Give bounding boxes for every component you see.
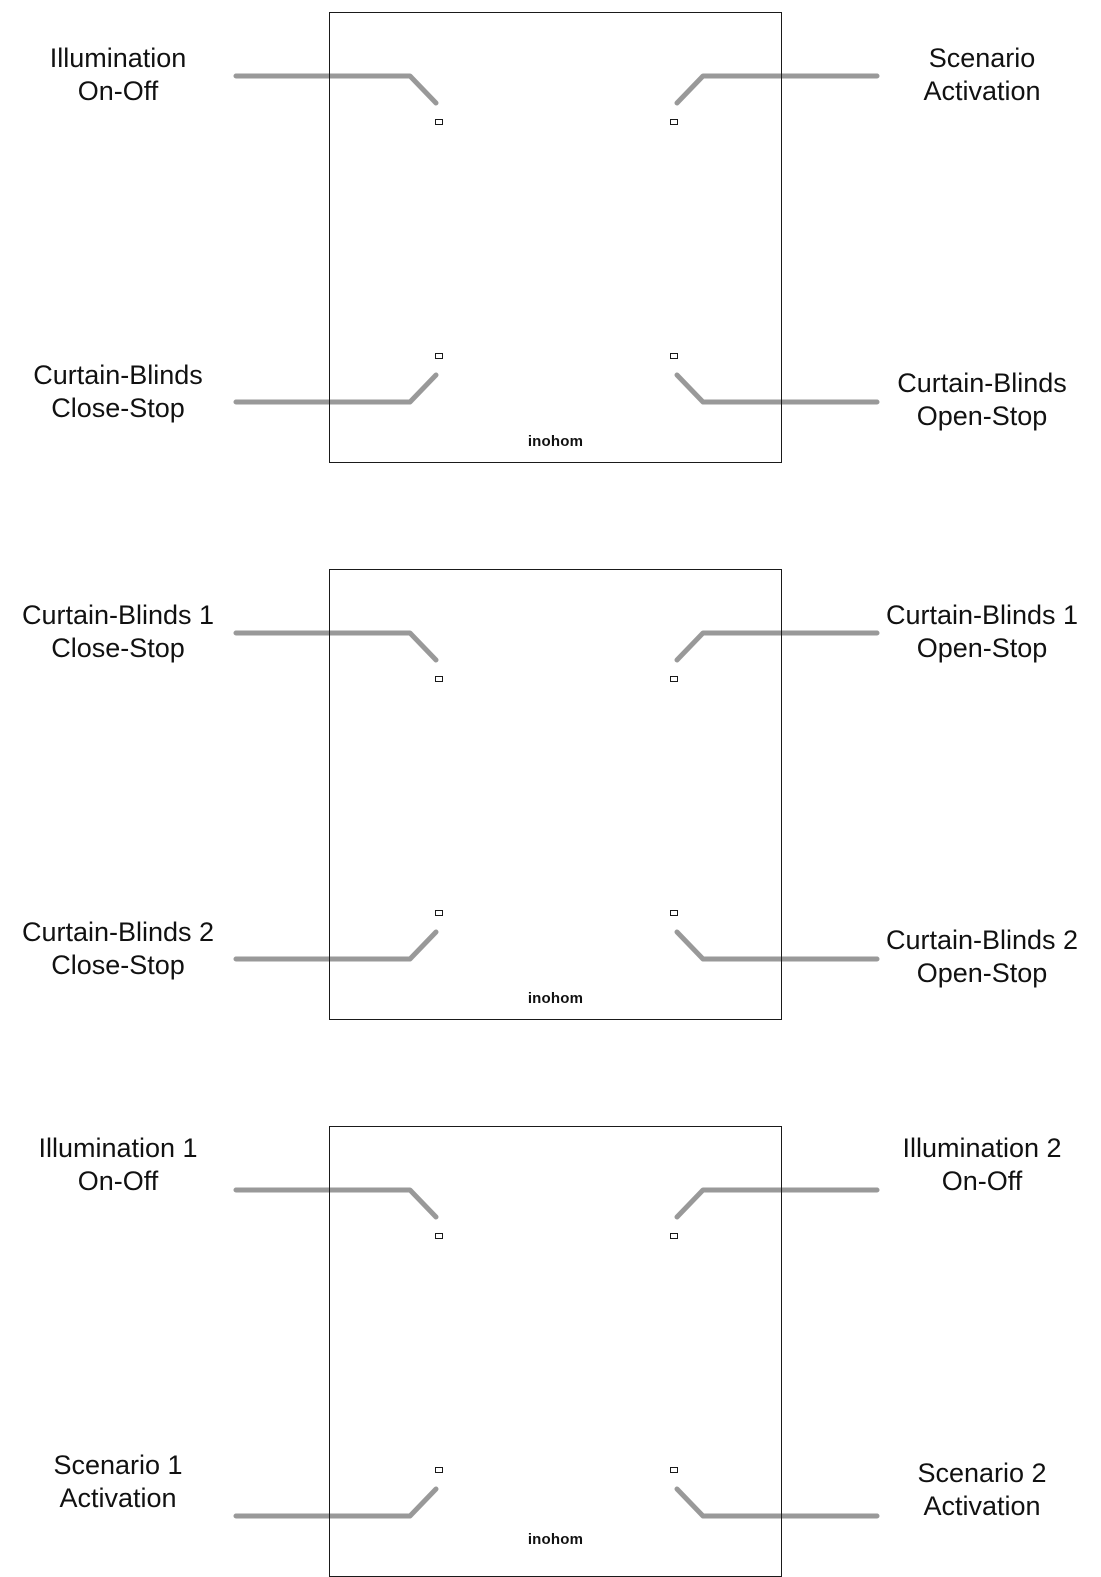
- label-bottom-right: Curtain-Blinds 2 Open-Stop: [862, 924, 1101, 990]
- connector-lines: [233, 1187, 880, 1519]
- led-indicator-bottom-right: [670, 1467, 678, 1473]
- led-indicator-top-right: [670, 1233, 678, 1239]
- label-line-1: Curtain-Blinds 1: [885, 600, 1079, 630]
- connector-bottom-left: [233, 1486, 439, 1519]
- panel-diagram-3: inohom Illumination 1 On-Off Illuminatio…: [0, 1114, 1101, 1577]
- label-bottom-left: Curtain-Blinds Close-Stop: [0, 359, 238, 425]
- label-top-left: Curtain-Blinds 1 Close-Stop: [0, 599, 238, 665]
- connector-lines: [233, 73, 880, 405]
- switch-panel: inohom: [329, 1126, 782, 1577]
- label-line-1: Curtain-Blinds: [33, 360, 203, 390]
- label-top-right: Scenario Activation: [862, 42, 1101, 108]
- connector-bottom-right: [674, 372, 880, 405]
- connector-top-right: [674, 73, 880, 106]
- label-bottom-left: Curtain-Blinds 2 Close-Stop: [0, 916, 238, 982]
- label-line-1: Illumination: [49, 43, 187, 73]
- label-line-1: Curtain-Blinds 2: [21, 917, 215, 947]
- label-top-right: Illumination 2 On-Off: [862, 1132, 1101, 1198]
- label-line-2: Close-Stop: [51, 393, 185, 423]
- label-line-1: Illumination 2: [902, 1133, 1062, 1163]
- panel-diagram-1: inohom Illumination On-Off Scenario Acti…: [0, 0, 1101, 470]
- label-line-1: Curtain-Blinds 2: [885, 925, 1079, 955]
- label-line-2: Open-Stop: [916, 633, 1048, 663]
- led-indicator-bottom-left: [435, 910, 443, 916]
- label-line-2: Open-Stop: [916, 401, 1048, 431]
- label-line-1: Scenario: [928, 43, 1036, 73]
- label-line-2: Close-Stop: [51, 950, 185, 980]
- label-bottom-left: Scenario 1 Activation: [0, 1449, 238, 1515]
- connector-bottom-right: [674, 1486, 880, 1519]
- label-line-2: On-Off: [77, 1166, 159, 1196]
- label-top-left: Illumination On-Off: [0, 42, 238, 108]
- brand-logo: inohom: [527, 990, 584, 1007]
- label-bottom-right: Curtain-Blinds Open-Stop: [862, 367, 1101, 433]
- label-line-1: Curtain-Blinds 1: [21, 600, 215, 630]
- label-line-2: On-Off: [941, 1166, 1023, 1196]
- label-line-2: Activation: [59, 1483, 177, 1513]
- switch-panel: inohom: [329, 12, 782, 463]
- label-line-2: On-Off: [77, 76, 159, 106]
- label-top-right: Curtain-Blinds 1 Open-Stop: [862, 599, 1101, 665]
- connector-top-left: [233, 1187, 439, 1220]
- label-line-2: Open-Stop: [916, 958, 1048, 988]
- label-line-1: Illumination 1: [38, 1133, 198, 1163]
- led-indicator-bottom-right: [670, 910, 678, 916]
- connector-top-right: [674, 1187, 880, 1220]
- label-line-1: Scenario 2: [917, 1458, 1047, 1488]
- label-line-2: Activation: [923, 1491, 1041, 1521]
- label-top-left: Illumination 1 On-Off: [0, 1132, 238, 1198]
- label-line-2: Close-Stop: [51, 633, 185, 663]
- connector-lines: [233, 630, 880, 962]
- label-bottom-right: Scenario 2 Activation: [862, 1457, 1101, 1523]
- label-line-1: Curtain-Blinds: [897, 368, 1067, 398]
- switch-panel: inohom: [329, 569, 782, 1020]
- connector-top-right: [674, 630, 880, 663]
- led-indicator-bottom-left: [435, 353, 443, 359]
- led-indicator-top-right: [670, 119, 678, 125]
- connector-top-left: [233, 630, 439, 663]
- connector-bottom-left: [233, 929, 439, 962]
- brand-logo: inohom: [527, 1531, 584, 1548]
- led-indicator-top-left: [435, 119, 443, 125]
- led-indicator-top-left: [435, 676, 443, 682]
- label-line-1: Scenario 1: [53, 1450, 183, 1480]
- led-indicator-top-right: [670, 676, 678, 682]
- label-line-2: Activation: [923, 76, 1041, 106]
- connector-bottom-right: [674, 929, 880, 962]
- led-indicator-top-left: [435, 1233, 443, 1239]
- led-indicator-bottom-right: [670, 353, 678, 359]
- led-indicator-bottom-left: [435, 1467, 443, 1473]
- connector-top-left: [233, 73, 439, 106]
- brand-logo: inohom: [527, 433, 584, 450]
- panel-diagram-2: inohom Curtain-Blinds 1 Close-Stop Curta…: [0, 557, 1101, 1027]
- connector-bottom-left: [233, 372, 439, 405]
